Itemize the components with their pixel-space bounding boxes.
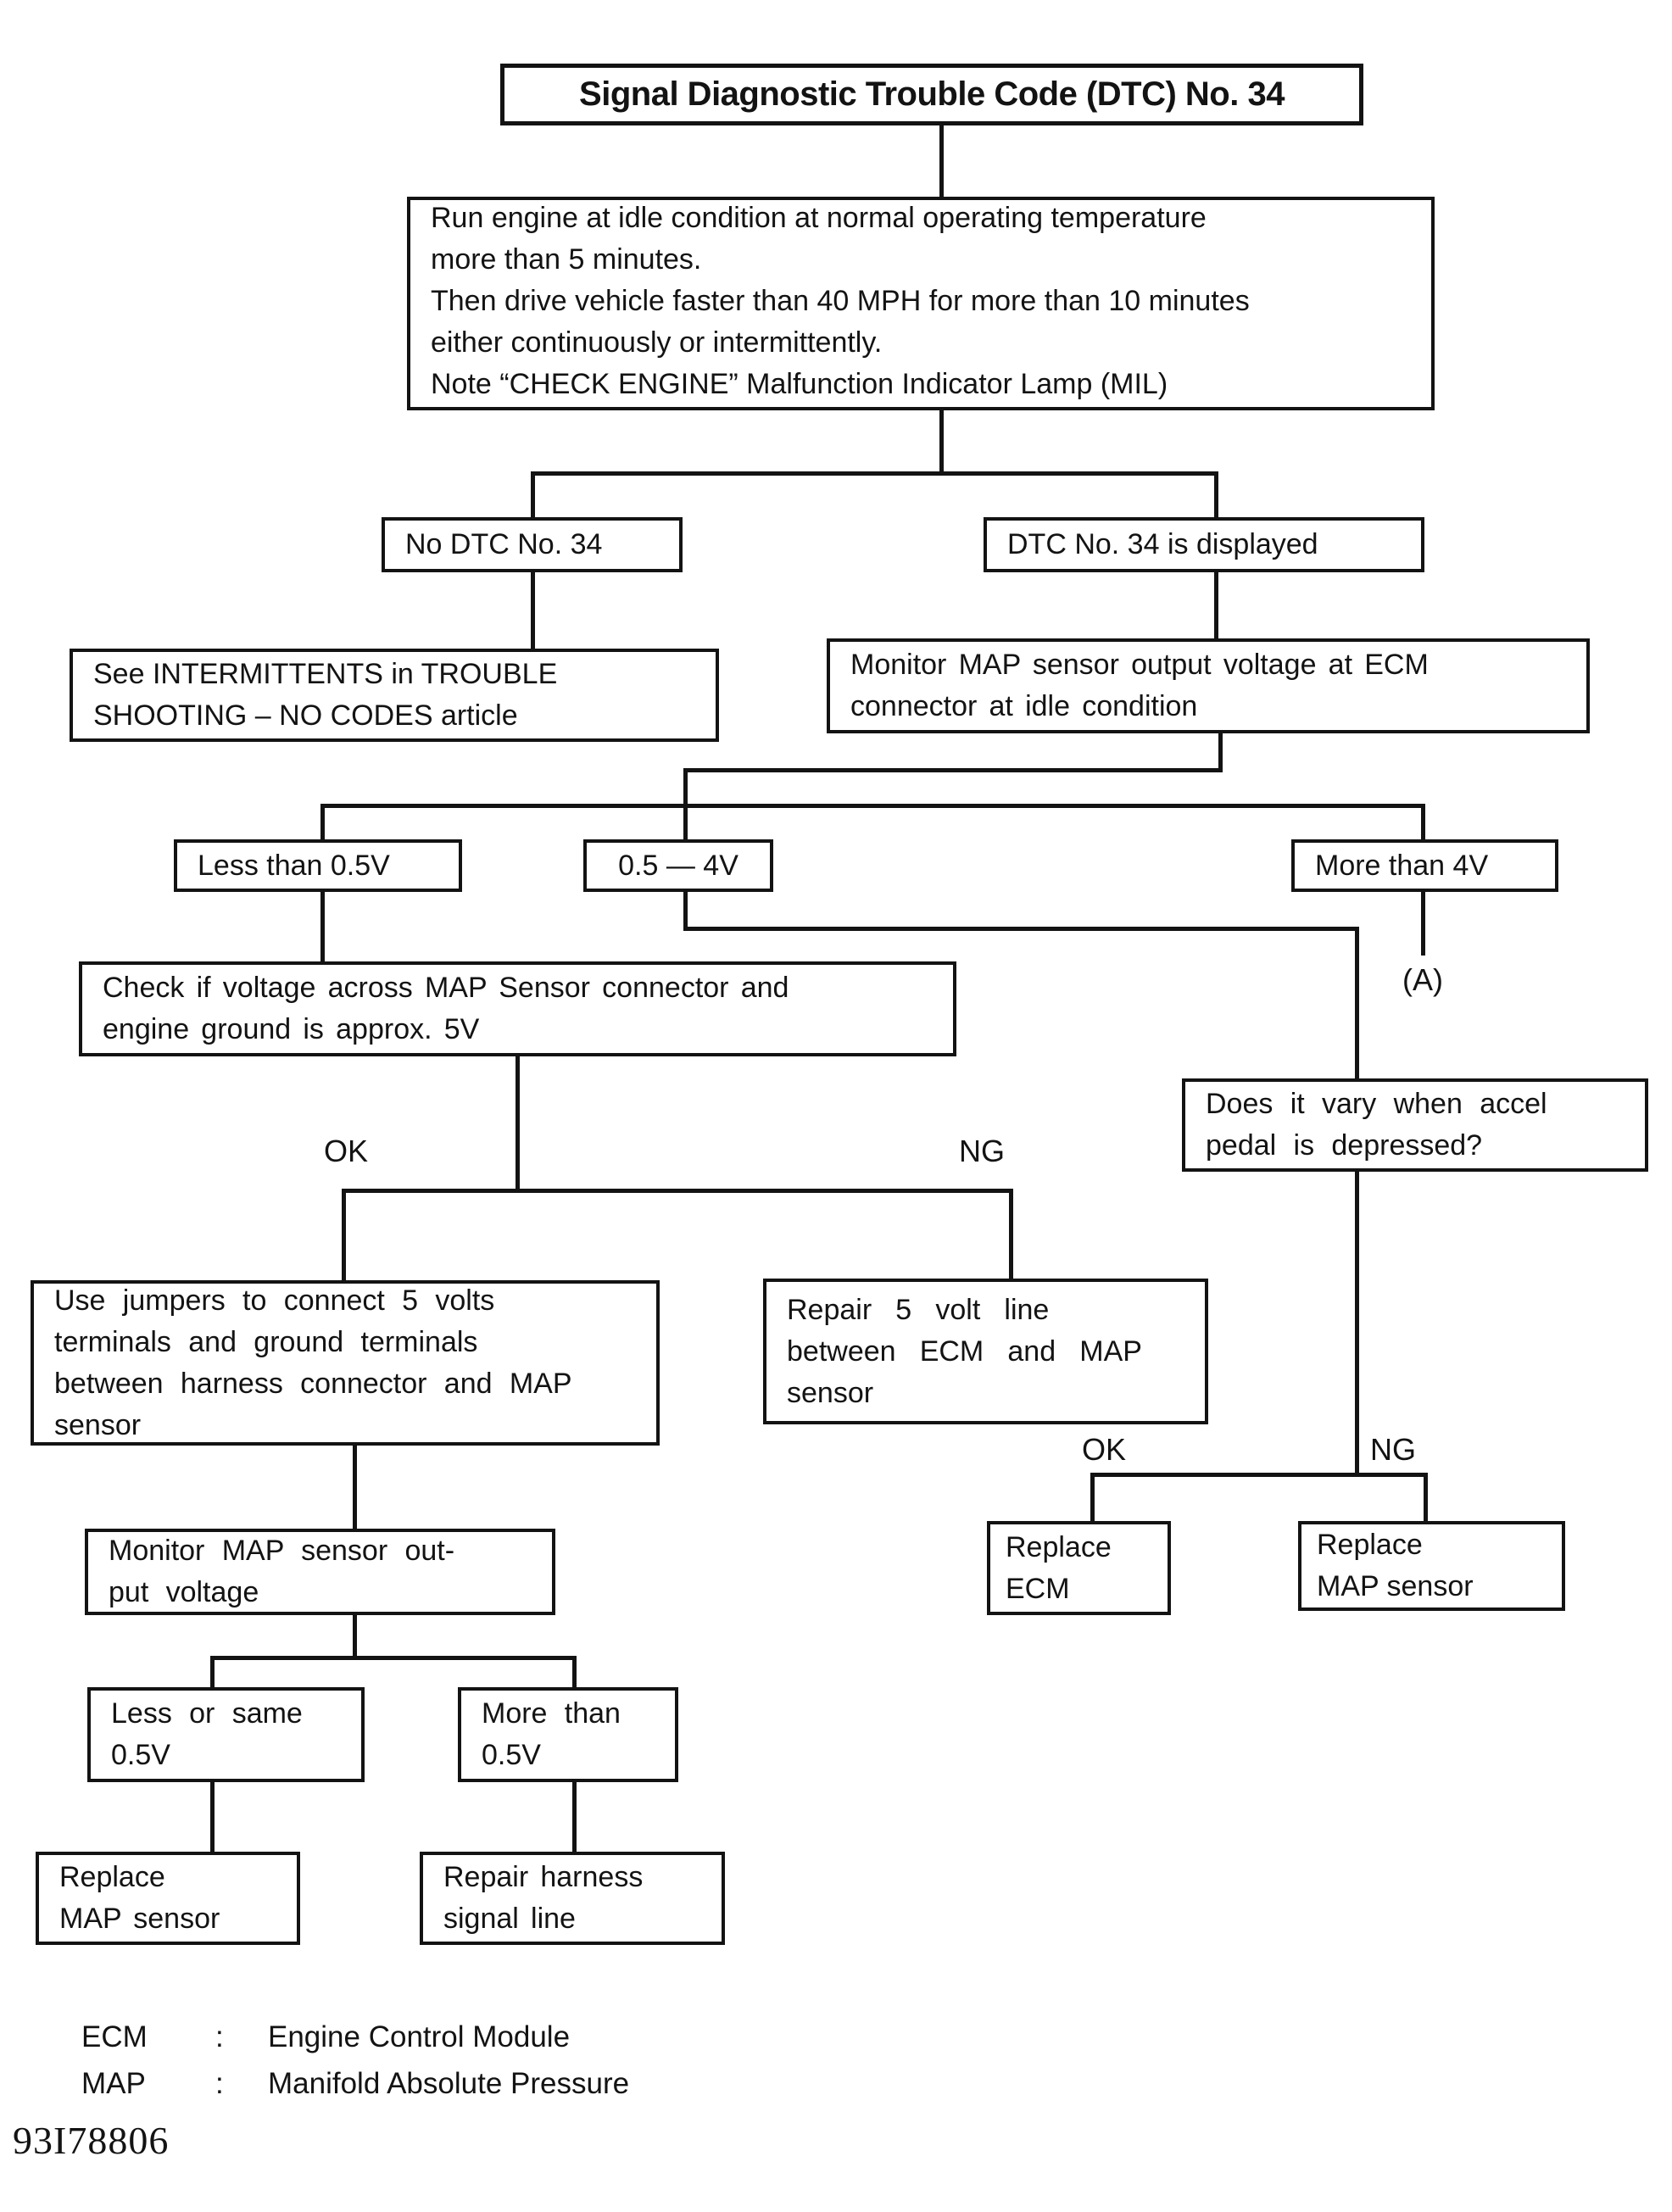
legend-abbr-ecm: ECM xyxy=(81,2020,148,2053)
edge-monitor-cross xyxy=(683,768,1223,772)
document-number: 93I78806 xyxy=(13,2119,170,2162)
node-less-than-05v: Less than 0.5V xyxy=(174,839,462,892)
edge-ok-jumpers xyxy=(342,1189,346,1284)
edge-cross-drop xyxy=(683,768,688,808)
node-repair-5v-line: Repair 5 volt line between ECM and MAP s… xyxy=(763,1279,1208,1424)
edge-054v-drop xyxy=(683,804,688,842)
edge-check-stem xyxy=(516,1053,520,1193)
edge-jumpers-monitorout xyxy=(353,1443,357,1531)
edge-nodtc-intermittents xyxy=(531,570,535,651)
legend-row-map: MAP : Manifold Absolute Pressure xyxy=(81,2060,629,2107)
label-ng-right: NG xyxy=(1370,1432,1416,1467)
node-between-05-4v: 0.5 — 4V xyxy=(583,839,773,892)
edge-less05-drop xyxy=(320,804,325,842)
node-dtc-displayed: DTC No. 34 is displayed xyxy=(984,517,1424,572)
edge-okng-split-left xyxy=(342,1189,1013,1193)
edge-dtcdisp-drop xyxy=(1214,471,1218,521)
node-see-intermittents: See INTERMITTENTS in TROUBLE SHOOTING – … xyxy=(70,649,719,742)
node-monitor-map-output: Monitor MAP sensor out- put voltage xyxy=(85,1529,555,1615)
legend-sep-map: : xyxy=(215,2067,224,2100)
edge-monitor-stem xyxy=(1218,731,1223,772)
edge-nodtc-drop xyxy=(531,471,535,521)
legend-name-ecm: Engine Control Module xyxy=(268,2020,571,2053)
edge-lesssame-drop xyxy=(210,1656,215,1690)
edge-ng-replace-map xyxy=(1424,1473,1428,1524)
legend: ECM : Engine Control Module MAP : Manifo… xyxy=(81,2014,629,2107)
edge-dtcdisp-monitor xyxy=(1214,570,1218,643)
label-ok-left: OK xyxy=(323,1134,368,1168)
node-no-dtc: No DTC No. 34 xyxy=(382,517,683,572)
edge-less05-check xyxy=(320,889,325,964)
legend-sep-ecm: : xyxy=(215,2020,224,2053)
edge-split-top xyxy=(531,471,1218,476)
edge-054v-stem xyxy=(683,889,688,931)
node-title: Signal Diagnostic Trouble Code (DTC) No.… xyxy=(500,64,1363,125)
label-ng-left: NG xyxy=(959,1134,1005,1168)
legend-abbr-map: MAP xyxy=(81,2067,146,2100)
edge-instructions-stem xyxy=(939,409,944,475)
edge-cross-doesvary xyxy=(1355,927,1359,1081)
legend-row-ecm: ECM : Engine Control Module xyxy=(81,2014,629,2060)
edge-more4v-drop xyxy=(1421,804,1425,842)
edge-054v-cross xyxy=(683,927,1359,931)
node-more-than-05v: More than 0.5V xyxy=(458,1687,678,1782)
edge-morethan-repairharness xyxy=(572,1780,577,1854)
edge-lesssame-replacemap xyxy=(210,1780,215,1854)
node-repair-harness: Repair harness signal line xyxy=(420,1852,725,1945)
node-instructions: Run engine at idle condition at normal o… xyxy=(407,197,1435,410)
edge-voltage-split xyxy=(320,804,1425,808)
edge-more4v-a xyxy=(1421,889,1425,956)
node-check-voltage: Check if voltage across MAP Sensor conne… xyxy=(79,961,956,1056)
edge-ok-replace-ecm xyxy=(1090,1473,1095,1524)
edge-title-instructions xyxy=(939,125,944,198)
node-replace-map-sensor-left: Replace MAP sensor xyxy=(36,1852,300,1945)
node-monitor-ecm-voltage: Monitor MAP sensor output voltage at ECM… xyxy=(827,638,1590,733)
node-does-it-vary: Does it vary when accel pedal is depress… xyxy=(1182,1078,1648,1172)
node-replace-map-sensor-right: Replace MAP sensor xyxy=(1298,1521,1565,1611)
node-replace-ecm: Replace ECM xyxy=(987,1521,1171,1615)
edge-monitorout-stem xyxy=(353,1613,357,1659)
legend-name-map: Manifold Absolute Pressure xyxy=(268,2067,630,2100)
edge-lessmore-split xyxy=(210,1656,577,1660)
node-use-jumpers: Use jumpers to connect 5 volts terminals… xyxy=(31,1280,660,1446)
edge-doesvary-stem xyxy=(1355,1169,1359,1477)
edge-morethan-drop xyxy=(572,1656,577,1690)
label-a-reference: (A) xyxy=(1402,962,1443,997)
edge-ng-repair5v xyxy=(1009,1189,1013,1282)
node-less-or-same-05v: Less or same 0.5V xyxy=(87,1687,365,1782)
edge-okng-split-right xyxy=(1090,1473,1428,1477)
label-ok-right: OK xyxy=(1081,1432,1126,1467)
node-more-than-4v: More than 4V xyxy=(1291,839,1558,892)
